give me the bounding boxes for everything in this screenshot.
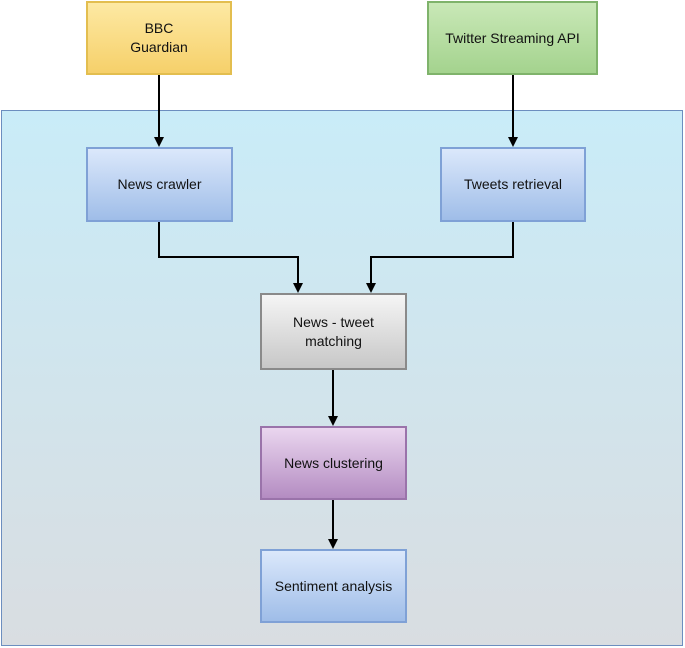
tweets-retrieval-node: Tweets retrieval (440, 147, 586, 222)
matching-node: News - tweet matching (260, 293, 407, 370)
clustering-node: News clustering (260, 426, 407, 500)
news-sources-node: BBC Guardian (86, 1, 232, 75)
edge-retrieval-to-matching (366, 222, 514, 293)
twitter-api-node: Twitter Streaming API (427, 1, 598, 75)
news-crawler-node: News crawler (86, 147, 233, 222)
edge-crawler-to-matching (158, 222, 303, 293)
sentiment-node: Sentiment analysis (260, 549, 407, 623)
